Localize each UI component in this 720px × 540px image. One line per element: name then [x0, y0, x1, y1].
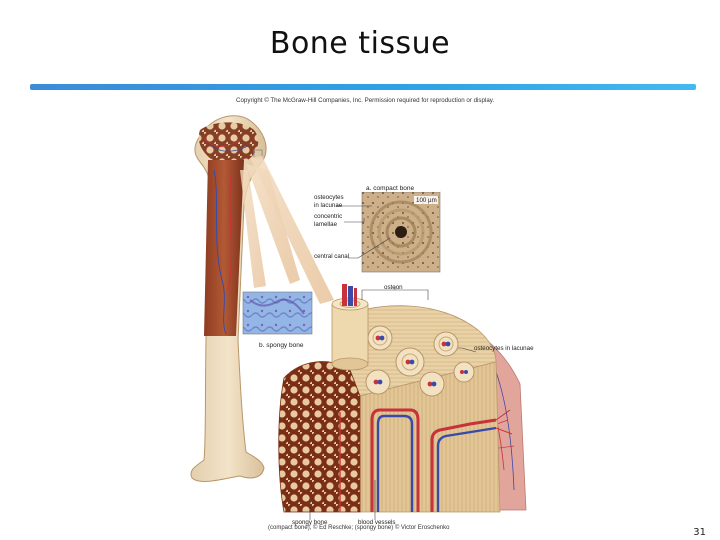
- copyright-notice: Copyright © The McGraw-Hill Companies, I…: [236, 97, 495, 104]
- label-concentric-lamellae-1: concentric: [314, 213, 342, 220]
- osteons: [365, 325, 475, 397]
- label-osteocytes-in-lacunae-2: in lacunae: [314, 202, 343, 209]
- label-spongy-bone: spongy bone: [292, 519, 328, 526]
- title-divider: [30, 84, 696, 90]
- label-osteocytes-in-lacunae-right: osteocytes in lacunae: [474, 345, 534, 352]
- page-number: 31: [693, 527, 706, 538]
- marrow-cavity: [204, 160, 244, 336]
- label-concentric-lamellae-2: lamellae: [314, 221, 338, 228]
- image-credit: (compact bone), © Ed Reschke; (spongy bo…: [268, 525, 450, 531]
- label-osteon: osteon: [384, 284, 403, 291]
- label-osteocytes-in-lacunae-1: osteocytes: [314, 194, 344, 201]
- slide-title: Bone tissue: [269, 26, 451, 61]
- osteon-cylinder: [331, 284, 369, 371]
- label-blood-vessels: blood vessels: [358, 519, 396, 526]
- scale-bar-label: 100 µm: [416, 197, 437, 204]
- label-central-canal: central canal: [314, 253, 349, 260]
- panel-b-title: b. spongy bone: [259, 342, 304, 349]
- spongy-bone-region: [278, 361, 361, 513]
- spongy-bone-micrograph: b. spongy bone: [242, 291, 313, 349]
- epiphysis-spongy: [198, 122, 259, 160]
- magnification-arrows: [240, 156, 334, 304]
- bone-block-3d: [278, 284, 527, 513]
- compact-bone-micrograph: a. compact bone 100 µm: [361, 183, 441, 273]
- panel-a-title: a. compact bone: [366, 185, 414, 192]
- blood-vessels-drawing: [339, 408, 513, 512]
- leader-lines: [309, 205, 477, 520]
